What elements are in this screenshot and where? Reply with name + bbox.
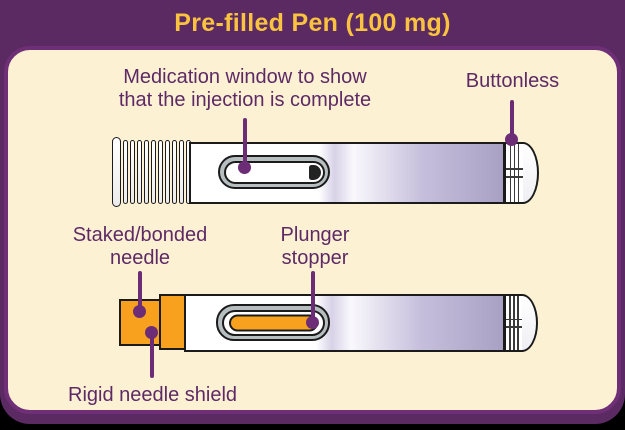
- knurl-line: [506, 176, 523, 178]
- staked-needle-label: Staked/bonded needle: [50, 224, 230, 271]
- window-stopper-indicator: [308, 164, 321, 180]
- pen-bottom-knurl-section: [506, 294, 522, 352]
- knurl-line: [506, 168, 523, 170]
- callout-dot-buttonless: [505, 133, 518, 146]
- knurl-line: [509, 296, 511, 350]
- medication-window-label-line1: Medication window to show: [123, 66, 367, 88]
- callout-line-plunger-stopper: [311, 271, 315, 318]
- rib: [158, 140, 163, 204]
- callout-dot-staked-needle: [133, 305, 146, 318]
- knurl-line: [517, 144, 519, 202]
- callout-line-staked-needle: [138, 271, 142, 307]
- pen-top-medication-window: [218, 155, 330, 189]
- rib: [179, 140, 184, 204]
- rib: [172, 140, 177, 204]
- callout-line-rigid-needle-shield: [150, 336, 154, 378]
- plunger-stopper-label-line1: Plunger: [280, 224, 350, 246]
- pen-top-cap-end-rib: [112, 137, 121, 207]
- medication-window-label: Medication window to show that the injec…: [95, 66, 395, 113]
- rib: [137, 140, 142, 204]
- knurl-line: [506, 326, 522, 328]
- staked-needle-label-line2: needle: [109, 247, 171, 270]
- rib: [165, 140, 170, 204]
- knurl-line: [513, 144, 515, 202]
- rib: [144, 140, 149, 204]
- plunger-stopper-label-line2: stopper: [281, 247, 349, 270]
- knurl-line: [509, 144, 511, 202]
- pen-top-ribbed-cap: [123, 140, 191, 204]
- knurl-line: [517, 296, 519, 350]
- rigid-needle-shield-label: Rigid needle shield: [68, 384, 238, 406]
- needle-hub: [159, 294, 186, 350]
- plunger-rod: [228, 314, 318, 331]
- knurl-line: [506, 318, 522, 321]
- rib: [151, 140, 156, 204]
- staked-needle-label-line1: Staked/bonded: [72, 224, 208, 246]
- medication-window-label-line2: that the injection is complete: [118, 89, 372, 112]
- callout-dot-medication-window: [238, 161, 251, 174]
- buttonless-label: Buttonless: [465, 70, 560, 92]
- callout-line-buttonless: [510, 100, 514, 136]
- plunger-stopper-label: Plunger stopper: [245, 224, 385, 271]
- callout-line-medication-window: [243, 118, 247, 164]
- callout-dot-rigid-needle-shield: [145, 326, 158, 339]
- knurl-line: [513, 296, 515, 350]
- diagram-card: [4, 46, 621, 414]
- page-title: Pre-filled Pen (100 mg): [174, 9, 451, 37]
- rib: [123, 140, 128, 204]
- rib: [130, 140, 135, 204]
- callout-dot-plunger-stopper: [306, 316, 319, 329]
- pen-top-knurl-section: [506, 142, 523, 204]
